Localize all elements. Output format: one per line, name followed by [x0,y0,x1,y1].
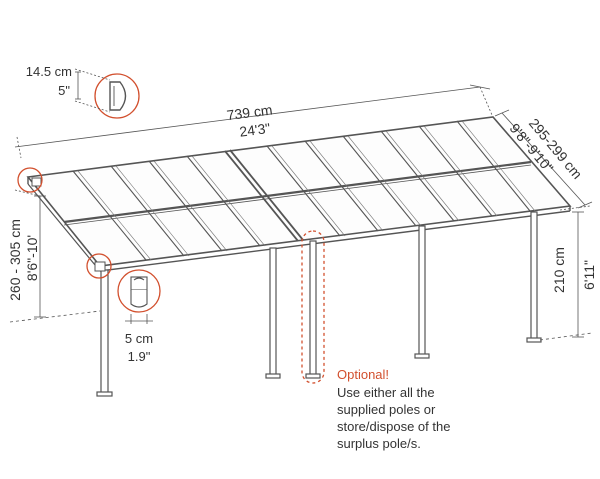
optional-note-line-3: store/dispose of the [337,419,450,434]
post-3 [414,225,430,359]
optional-note-line-4: surplus pole/s. [337,436,421,451]
post-height-dimension [539,205,593,341]
length-dimension [14,84,493,159]
wall-bracket [31,177,106,272]
optional-note-line-1: Use either all the [337,385,435,400]
post-height-cm-label: 210 cm [551,247,567,293]
post-2 [265,247,281,379]
profile-height-in-label: 5" [58,83,70,98]
post-corner-circle [86,253,112,279]
post-4 [526,211,542,343]
post-profile-detail [130,276,148,308]
post-1 [96,269,113,397]
roof-center-beam [63,160,532,224]
optional-note-title: Optional! [337,367,389,382]
length-ft-label: 24'3" [238,120,271,140]
optional-note-line-2: supplied poles or [337,402,436,417]
profile-detail [109,81,127,111]
wall-corner-circle [17,167,43,193]
optional-post-marker [301,230,325,384]
post-width-in-label: 1.9" [128,349,151,364]
post-detail-circle [117,269,161,313]
optional-note: Optional! Use either all the supplied po… [337,367,450,451]
profile-height-cm-label: 14.5 cm [26,64,72,79]
roof [26,116,572,272]
post-height-ft-label: 6'11" [581,260,597,290]
post-optional [305,240,321,379]
wall-height-ft-label: 8'6"-10' [24,235,40,281]
wall-height-cm-label: 260 - 305 cm [7,219,23,301]
wall-height-dimension [9,189,101,323]
length-cm-label: 739 cm [226,101,274,123]
highlights [17,73,325,384]
roof-rafters [72,120,531,261]
profile-highlight-circle [94,73,140,119]
post-width-cm-label: 5 cm [125,331,153,346]
